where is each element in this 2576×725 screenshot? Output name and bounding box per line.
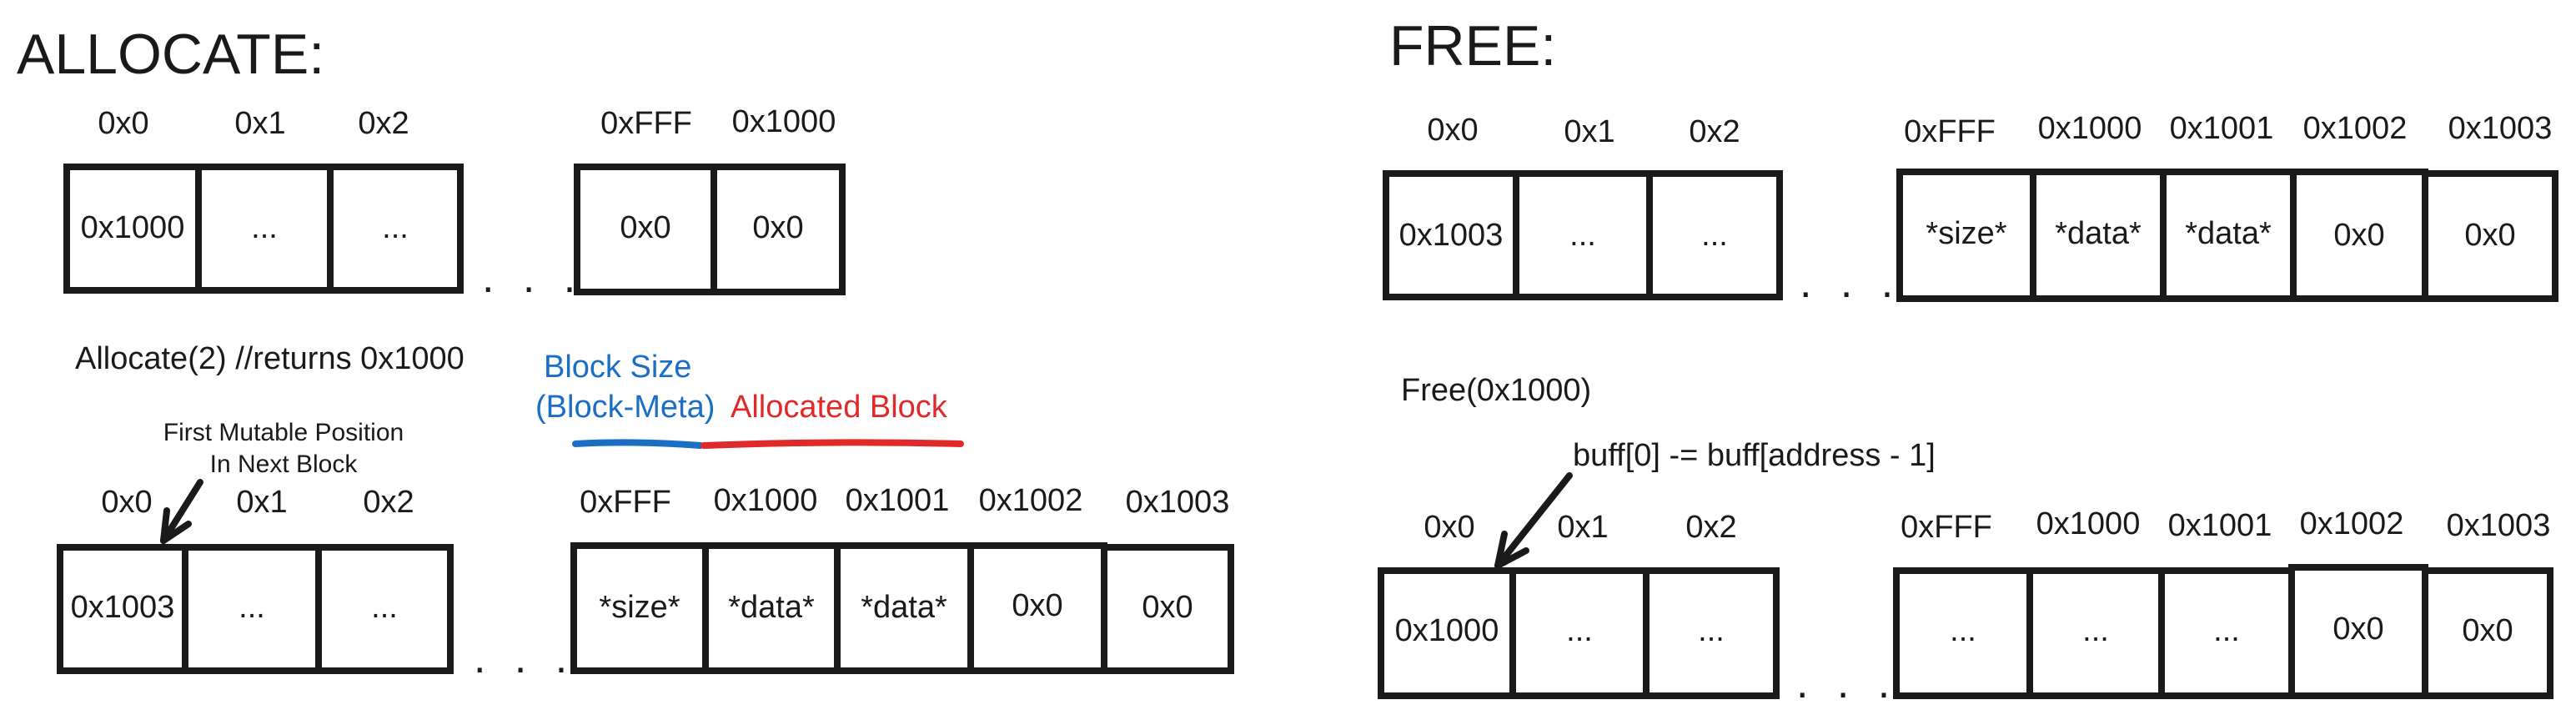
- cell-value: ...: [239, 590, 265, 625]
- memory-cell: [711, 164, 846, 295]
- address-label: 0x1000: [714, 483, 818, 518]
- memory-cell: [2422, 170, 2558, 302]
- address-label: 0x1002: [2300, 506, 2404, 541]
- free-annotation-label: buff[0] -= buff[address - 1]: [1573, 438, 1936, 473]
- cell-value: ...: [1698, 613, 1725, 648]
- cell-value: ...: [382, 210, 409, 245]
- free-bottom-cells: [1378, 564, 2553, 699]
- block-size-label: Block Size: [544, 350, 691, 385]
- address-label: 0x1001: [2168, 508, 2272, 543]
- cell-value: ...: [371, 590, 398, 625]
- address-label: 0xFFF: [1904, 114, 1996, 149]
- address-label: 0x1: [1564, 114, 1614, 149]
- cell-value: 0x0: [1012, 588, 1062, 623]
- address-label: 0x1003: [2448, 111, 2553, 146]
- cell-value: ...: [1950, 613, 1976, 648]
- address-label: 0x1000: [2036, 506, 2141, 541]
- address-label: 0x2: [358, 106, 409, 141]
- address-label: 0x1: [234, 106, 285, 141]
- free-title: FREE:: [1389, 14, 1556, 78]
- cell-value: ...: [1566, 613, 1593, 648]
- address-label: 0x1001: [846, 483, 950, 518]
- address-label: 0x1001: [2170, 111, 2274, 146]
- address-label: 0x1002: [2303, 111, 2408, 146]
- cell-value: ...: [1569, 218, 1596, 253]
- next-block-label: In Next Block: [210, 451, 359, 478]
- cell-value: 0x1003: [1399, 218, 1504, 253]
- allocate-call-label: Allocate(2) //returns 0x1000: [75, 341, 464, 376]
- address-label: 0x0: [1424, 510, 1474, 545]
- address-label: 0x1003: [1126, 485, 1230, 520]
- cell-value: 0x0: [1142, 590, 1193, 625]
- address-label: 0x2: [363, 485, 414, 520]
- ellipsis: . . .: [1796, 659, 1898, 707]
- address-label: 0xFFF: [580, 485, 671, 520]
- free-call-label: Free(0x1000): [1401, 373, 1591, 408]
- memory-cell: [315, 544, 454, 674]
- cell-value: *data*: [728, 590, 815, 625]
- allocate-bottom-addresses: 0x0 0x1 0x2 0xFFF 0x1000 0x1001 0x1002 0…: [101, 483, 1229, 520]
- cell-value: *data*: [2185, 216, 2272, 251]
- cell-value: 0x0: [2332, 612, 2383, 647]
- free-bottom-addresses: 0x0 0x1 0x2 0xFFF 0x1000 0x1001 0x1002 0…: [1424, 506, 2550, 545]
- allocate-title: ALLOCATE:: [17, 23, 324, 86]
- allocate-bottom-cells: [57, 542, 1234, 674]
- address-label: 0x1002: [979, 483, 1083, 518]
- arrow-icon: [1494, 472, 1573, 569]
- free-top-cells: [1383, 169, 2558, 302]
- free-top-addresses: 0x0 0x1 0x2 0xFFF 0x1000 0x1001 0x1002 0…: [1427, 111, 2552, 149]
- cell-value: ...: [2213, 613, 2240, 648]
- free-bottom-values: 0x1000 ... ... ... ... ... 0x0 0x0: [1395, 612, 2513, 648]
- cell-value: 0x0: [620, 210, 670, 245]
- cell-value: 0x0: [752, 210, 803, 245]
- address-label: 0x1000: [2038, 111, 2142, 146]
- address-label: 0xFFF: [600, 106, 692, 141]
- address-label: 0x1003: [2447, 508, 2551, 543]
- memory-cell: [1101, 544, 1234, 674]
- cell-value: 0x1000: [81, 210, 185, 245]
- address-label: 0x1: [1557, 510, 1608, 545]
- allocate-top-values: 0x1000 ... ... 0x0 0x0: [81, 210, 804, 245]
- cell-value: *data*: [861, 590, 947, 625]
- cell-value: 0x1003: [71, 590, 175, 625]
- cell-value: *size*: [1926, 216, 2006, 251]
- memory-cell: [1643, 567, 1780, 699]
- allocated-block-label: Allocated Block: [731, 390, 948, 425]
- cell-value: 0x1000: [1395, 613, 1499, 648]
- cell-value: 0x0: [2462, 613, 2513, 648]
- ellipsis: . . .: [474, 634, 575, 682]
- memory-cell: [2422, 567, 2553, 699]
- address-label: 0x2: [1685, 510, 1736, 545]
- block-size-underline: [572, 439, 704, 449]
- address-label: 0x0: [101, 485, 152, 520]
- first-mutable-label: First Mutable Position: [163, 419, 404, 446]
- cell-value: ...: [1701, 218, 1728, 253]
- memory-cell: [1646, 170, 1783, 300]
- arrow-icon: [160, 479, 203, 544]
- address-label: 0x1000: [732, 104, 836, 139]
- cell-value: ...: [251, 210, 278, 245]
- cell-value: *data*: [2055, 216, 2142, 251]
- cell-value: 0x0: [2464, 218, 2515, 253]
- cell-value: ...: [2082, 613, 2109, 648]
- address-label: 0x2: [1689, 114, 1740, 149]
- allocate-top-cells: [63, 164, 846, 295]
- ellipsis: . . .: [482, 254, 584, 302]
- address-label: 0x0: [1427, 113, 1478, 148]
- ellipsis: . . .: [1800, 259, 1901, 307]
- cell-value: 0x0: [2333, 218, 2384, 253]
- address-label: 0x1: [236, 485, 287, 520]
- cell-value: *size*: [599, 590, 680, 625]
- free-top-values: 0x1003 ... ... *size* *data* *data* 0x0 …: [1399, 216, 2516, 253]
- allocated-block-underline: [700, 439, 964, 449]
- memory-cell: [327, 164, 464, 294]
- address-label: 0xFFF: [1901, 510, 1992, 545]
- allocate-bottom-values: 0x1003 ... ... *size* *data* *data* 0x0 …: [71, 588, 1193, 625]
- address-label: 0x0: [98, 106, 148, 141]
- block-meta-label: (Block-Meta): [535, 390, 715, 425]
- allocate-top-addresses: 0x0 0x1 0x2 0xFFF 0x1000: [98, 104, 836, 141]
